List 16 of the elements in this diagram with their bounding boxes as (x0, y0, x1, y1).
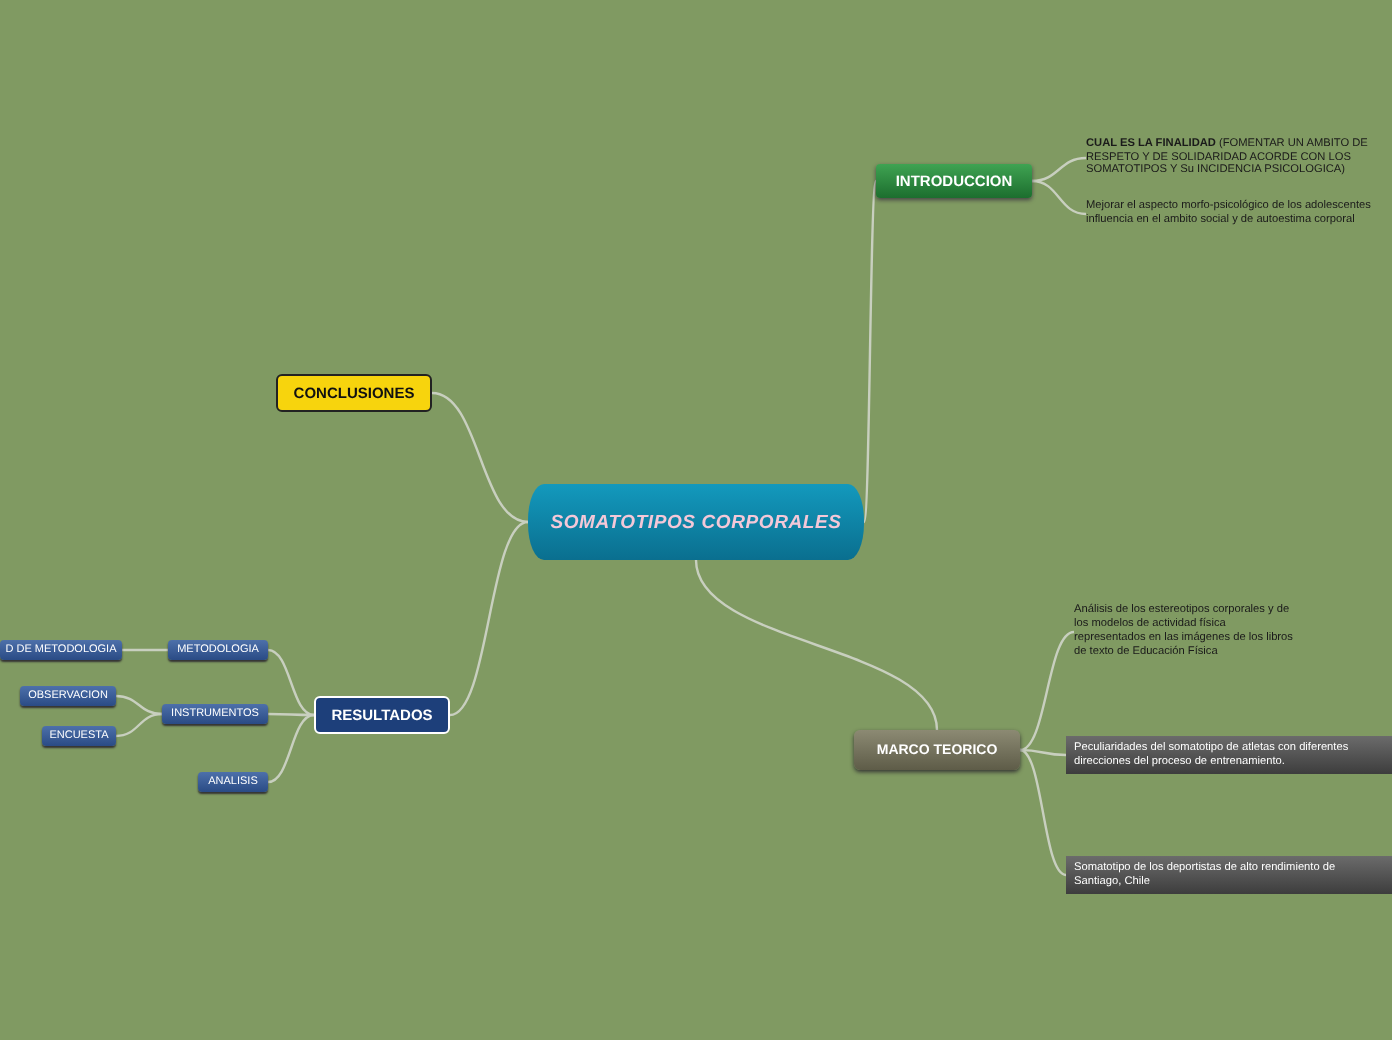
central-topic: SOMATOTIPOS CORPORALES (528, 484, 864, 560)
connector-line (115, 694, 163, 716)
connector-line (268, 712, 314, 717)
connector-line (1031, 156, 1087, 183)
connector-line (1031, 179, 1087, 216)
connector-line (1019, 630, 1075, 752)
connector-line (694, 559, 939, 731)
connector-line (449, 520, 529, 717)
connector-line (267, 648, 315, 717)
connector-line (1019, 748, 1067, 877)
connector-line (122, 648, 168, 652)
connector-line (267, 713, 315, 784)
connector-line (431, 391, 529, 524)
connector-line (1019, 748, 1067, 757)
connector-line (862, 180, 878, 523)
connector-line (115, 712, 163, 738)
